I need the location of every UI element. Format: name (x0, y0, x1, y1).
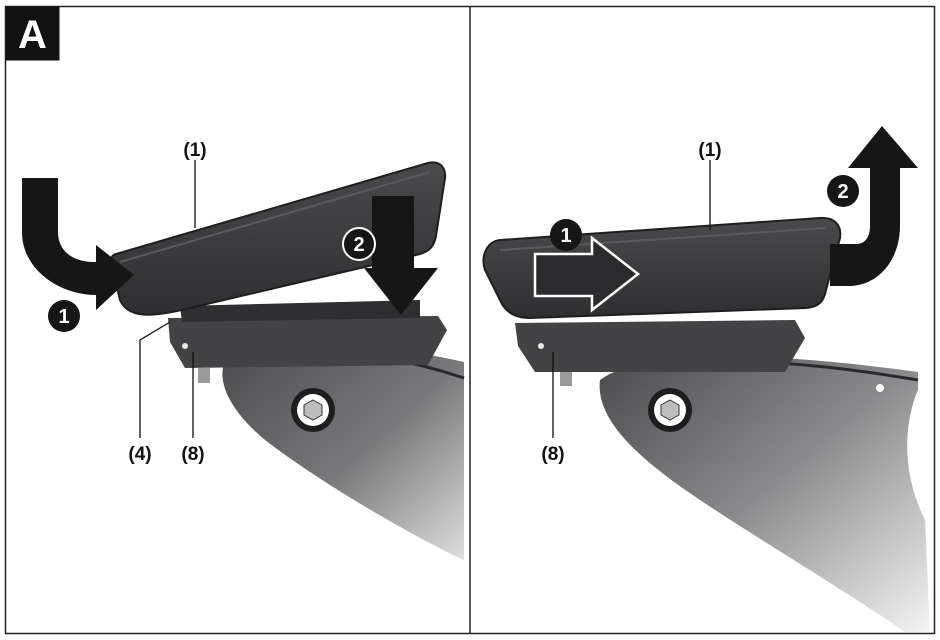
arrow-push-step-1 (22, 178, 134, 310)
step-2-badge: 2 (827, 175, 859, 207)
label-display: (1) (698, 140, 721, 161)
display-mount (515, 320, 805, 372)
label-holder: (8) (541, 444, 564, 465)
hex-socket-icon (660, 399, 680, 421)
step-2-badge: 2 (342, 227, 376, 261)
step-2-number: 2 (837, 181, 848, 203)
label-holder: (8) (181, 444, 204, 465)
handlebar-arm (222, 341, 464, 560)
figure-tag-box (5, 6, 60, 61)
step-1-badge: 1 (48, 300, 80, 332)
hex-socket-icon (303, 399, 323, 421)
arm-hole (876, 384, 884, 392)
leader-line-4 (139, 321, 171, 438)
display-highlight (499, 227, 826, 251)
arrow-press-down-step-2 (364, 196, 438, 315)
right-panel: 1 2 (1) (8) (482, 126, 930, 632)
mount-hole (538, 343, 544, 349)
left-panel: 1 2 (1) (4) (8) (22, 140, 465, 560)
mount-screw (560, 372, 572, 386)
figure-tag-letter: A (18, 13, 47, 57)
arrow-lift-step-2 (830, 126, 918, 286)
step-2-number: 2 (353, 234, 364, 256)
mount-screw (198, 368, 210, 383)
figure-tag: A (5, 6, 60, 61)
mount-hole (182, 343, 188, 349)
arrow-slide-step-1 (533, 235, 641, 313)
display-highlight (119, 171, 431, 263)
step-1-badge: 1 (550, 219, 582, 251)
label-display: (1) (183, 140, 206, 161)
label-lock: (4) (128, 444, 151, 465)
display-mount (168, 316, 447, 368)
step-1-number: 1 (58, 306, 69, 328)
step-1-number: 1 (560, 225, 571, 247)
mount-top-plate (180, 300, 420, 322)
